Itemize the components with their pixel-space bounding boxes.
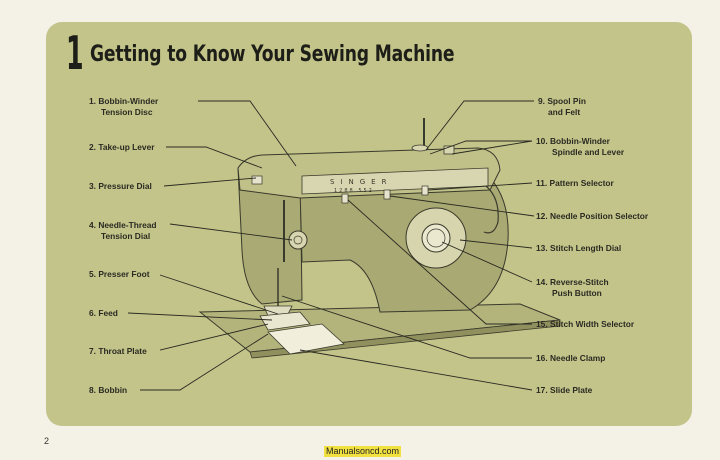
label-presser-foot: 5. Presser Foot	[89, 269, 150, 279]
machine-body	[299, 177, 509, 313]
model-text: 1288 552	[334, 188, 374, 194]
label-needle-clamp: 16. Needle Clamp	[536, 353, 606, 363]
label-stitch-width-selector: 15. Stitch Width Selector	[536, 319, 635, 329]
label-pressure-dial: 3. Pressure Dial	[89, 181, 152, 191]
chapter-number: 1	[66, 26, 84, 80]
label-bobbin-winder-spindle-and-lever: 10. Bobbin-Winder Spindle and Lever	[536, 136, 625, 157]
label-needle-position-selector: 12. Needle Position Selector	[536, 211, 649, 221]
pattern-lever	[421, 185, 429, 196]
page-number: 2	[44, 436, 50, 446]
throat-plate	[259, 311, 311, 331]
label-take-up-lever: 2. Take-up Lever	[89, 142, 155, 152]
label-spool-pin-and-felt: 9. Spool Pin and Felt	[538, 96, 586, 117]
handwheel	[483, 185, 499, 234]
label-needle-thread-tension-dial: 4. Needle-Thread Tension Dial	[89, 220, 157, 241]
reverse-stitch-button	[421, 223, 451, 253]
bobbin-winder-spindle	[443, 145, 455, 155]
page-title: Getting to Know Your Sewing Machine	[90, 42, 455, 67]
stitch-width-lever	[341, 193, 349, 204]
label-pattern-selector: 11. Pattern Selector	[536, 178, 614, 188]
needle-position-lever	[383, 189, 391, 200]
label-feed: 6. Feed	[89, 308, 118, 318]
label-bobbin-winder-tension-disc: 1. Bobbin-Winder Tension Disc	[89, 96, 159, 117]
brand-text: SINGER	[330, 178, 392, 186]
label-bobbin: 8. Bobbin	[89, 385, 128, 395]
pressure-dial	[251, 175, 263, 185]
label-reverse-stitch-push-button: 14. Reverse-Stitch Push Button	[536, 277, 609, 298]
source-watermark[interactable]: Manualsoncd.com	[324, 446, 402, 457]
label-slide-plate: 17. Slide Plate	[536, 385, 593, 395]
label-throat-plate: 7. Throat Plate	[89, 346, 147, 356]
label-stitch-length-dial: 13. Stitch Length Dial	[536, 243, 622, 253]
slide-plate	[267, 323, 345, 355]
